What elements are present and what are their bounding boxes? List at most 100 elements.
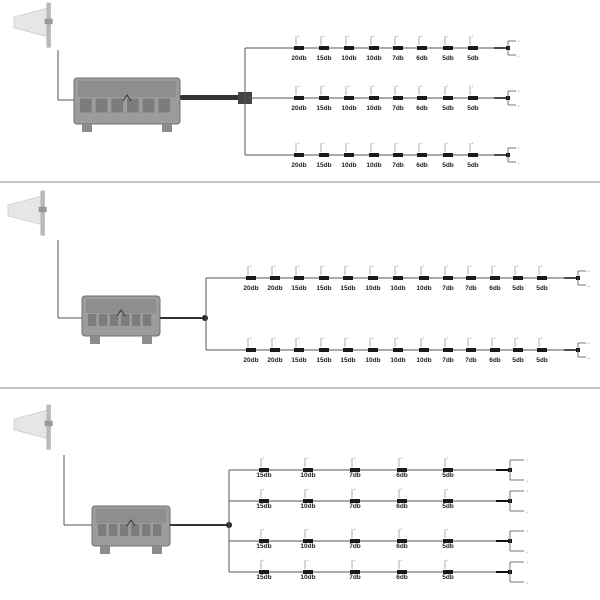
booster-fin [80, 98, 92, 113]
coupler: +20db [267, 264, 282, 292]
coupler: +7db [465, 336, 477, 364]
coupler-body [443, 348, 453, 352]
booster-unit [91, 505, 171, 554]
coupler-body [393, 153, 403, 157]
coupler: +10db [341, 34, 356, 62]
indoor-antenna-icon: + [353, 487, 356, 493]
coupler-label: 15db [256, 543, 271, 550]
booster-foot [82, 124, 92, 132]
indoor-antenna-icon: + [372, 84, 375, 90]
coupler-label: 7db [392, 105, 404, 112]
indoor-antenna-icon: + [446, 84, 449, 90]
indoor-antenna-icon: + [306, 487, 309, 493]
coupler: +6db [396, 487, 408, 510]
coupler: +15db [316, 336, 331, 364]
coupler: +15db [316, 34, 331, 62]
coupler-label: 7db [349, 543, 361, 550]
coupler-label: 7db [349, 472, 361, 479]
coupler-label: 5db [442, 55, 454, 62]
coupler-body [513, 348, 523, 352]
coupler-label: 10db [366, 162, 381, 169]
coupler: +7db [392, 141, 404, 169]
antenna-bracket [38, 206, 47, 213]
coupler-body [490, 276, 500, 280]
coupler-label: 5db [467, 162, 479, 169]
coupler-label: 10db [341, 162, 356, 169]
coupler: +10db [341, 84, 356, 112]
coupler: +6db [416, 34, 428, 62]
coupler-label: 15db [340, 357, 355, 364]
coupler-label: 20db [291, 55, 306, 62]
indoor-antenna-icon: + [469, 264, 472, 270]
coupler-body [303, 499, 313, 503]
coupler: +15db [316, 84, 331, 112]
indoor-antenna-icon: + [526, 489, 529, 495]
coupler-body [466, 276, 476, 280]
booster-unit [73, 77, 181, 132]
booster-fin [131, 524, 140, 536]
booster-fin [142, 524, 151, 536]
indoor-antenna-icon: + [493, 264, 496, 270]
indoor-antenna-icon: + [346, 336, 349, 342]
coupler-body [319, 153, 329, 157]
indoor-antenna-icon: + [262, 527, 265, 533]
booster-logo-icon [122, 94, 132, 102]
splitter-icon [202, 315, 208, 321]
coupler-body [270, 348, 280, 352]
coupler-body [443, 46, 453, 50]
coupler-body [397, 539, 407, 543]
coupler-body [393, 96, 403, 100]
coupler-body [397, 499, 407, 503]
coupler: +15db [256, 558, 271, 581]
indoor-antenna-icon: + [322, 84, 325, 90]
coupler-body [369, 96, 379, 100]
coupler-body [397, 468, 407, 472]
indoor-antenna-icon: + [396, 84, 399, 90]
coupler-body [513, 276, 523, 280]
coupler: +7db [392, 34, 404, 62]
indoor-antenna-icon: + [353, 558, 356, 564]
indoor-antenna-icon: + [517, 39, 520, 45]
coupler-label: 15db [316, 105, 331, 112]
coupler-label: 20db [291, 162, 306, 169]
indoor-antenna-icon: + [517, 104, 520, 110]
coupler-body [319, 96, 329, 100]
coupler: +5db [442, 456, 454, 479]
coupler-label: 15db [256, 472, 271, 479]
jumper-cable [180, 95, 242, 100]
coupler-body [443, 153, 453, 157]
coupler: +10db [341, 141, 356, 169]
coupler: +20db [291, 141, 306, 169]
indoor-antenna-icon: + [446, 558, 449, 564]
booster-foot [162, 124, 172, 132]
booster-fin [121, 314, 130, 326]
antenna-panel [13, 409, 49, 440]
coupler-body [368, 276, 378, 280]
coupler-label: 5db [467, 55, 479, 62]
booster-foot [90, 336, 100, 344]
coupler: +15db [256, 456, 271, 479]
indoor-antenna-icon: + [347, 141, 350, 147]
coupler: +5db [512, 264, 524, 292]
coupler-body [259, 468, 269, 472]
booster-foot [152, 546, 162, 554]
indoor-antenna-icon: + [297, 84, 300, 90]
coupler-label: 6db [416, 162, 428, 169]
coupler-body [319, 348, 329, 352]
coupler: +7db [465, 264, 477, 292]
coupler: +15db [316, 264, 331, 292]
coupler-body [303, 570, 313, 574]
coupler-body [344, 153, 354, 157]
indoor-antenna-icon: + [396, 141, 399, 147]
outdoor-antenna-icon [13, 404, 53, 450]
coupler-body [397, 570, 407, 574]
coupler: +5db [467, 84, 479, 112]
coupler-label: 6db [416, 105, 428, 112]
indoor-antenna-icon: + [420, 141, 423, 147]
outdoor-antenna-icon [7, 190, 47, 236]
coupler: +10db [300, 558, 315, 581]
indoor-antenna-icon: + [526, 458, 529, 464]
coupler: +15db [291, 336, 306, 364]
indoor-antenna-icon: + [396, 264, 399, 270]
